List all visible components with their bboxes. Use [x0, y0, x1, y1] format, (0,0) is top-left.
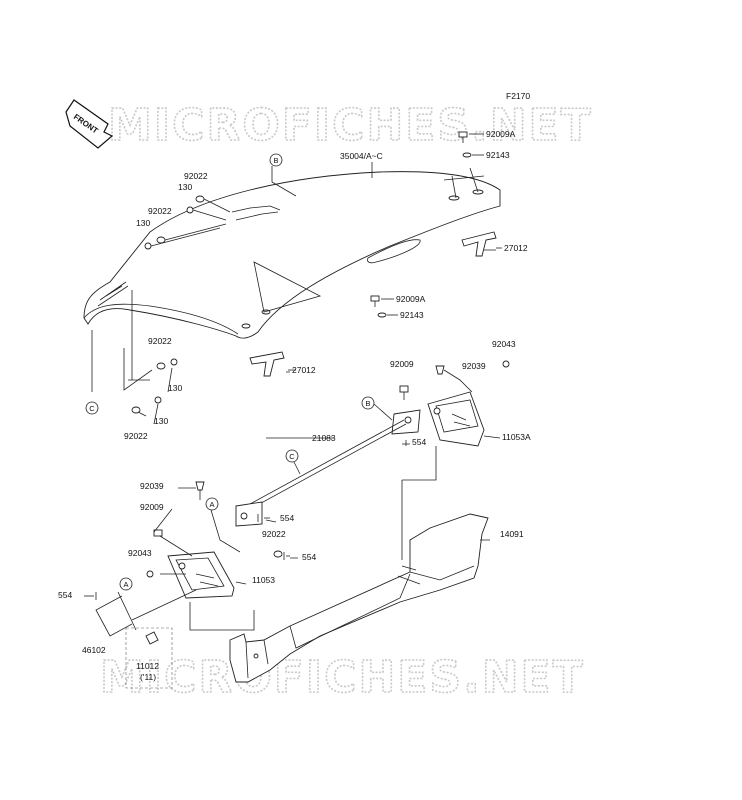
hinge-11053A: [427, 360, 510, 447]
label-92009A-top: 92009A: [486, 129, 516, 139]
washer-92022-ml: [156, 362, 166, 370]
label-92022-tl: 92022: [184, 171, 208, 181]
label-92143-top: 92143: [486, 150, 510, 160]
label-92022-ml: 92022: [148, 336, 172, 346]
svg-text:A: A: [209, 500, 214, 509]
label-554-l2: 554: [302, 552, 316, 562]
label-130-tl2: 130: [136, 218, 150, 228]
front-arrow-icon: FRONT: [65, 99, 114, 149]
label-130-tl: 130: [178, 182, 192, 192]
rod-21083: [235, 409, 421, 527]
watermark-top: MICROFICHES.NET: [108, 100, 593, 151]
callout-b-top: B: [269, 153, 283, 167]
label-92022-c: 92022: [262, 529, 286, 539]
label-554-l1: 554: [280, 513, 294, 523]
label-11012: 11012: [136, 661, 159, 671]
bolt-130-ml: [170, 358, 178, 366]
label-92039-r: 92039: [462, 361, 486, 371]
label-27012-bottom: 27012: [292, 365, 316, 375]
label-35004: 35004/A~C: [340, 151, 383, 161]
label-92022-ml2: 92022: [124, 431, 148, 441]
label-92009-l: 92009: [140, 502, 164, 512]
bolt-130-ml2: [154, 396, 162, 404]
label-11053: 11053: [252, 575, 275, 585]
part-11012-box: [125, 627, 173, 689]
screw-92009A-mid: [370, 295, 380, 307]
grommet-92043-l: [146, 570, 154, 578]
watermark-bottom: MICROFICHES.NET: [100, 652, 585, 703]
bolt-130-tl2: [144, 242, 152, 250]
bracket-27012-bottom: [249, 351, 285, 377]
callout-c-left: C: [85, 401, 99, 415]
diagram-code: F2170: [506, 91, 530, 101]
washer-92022-c: [273, 550, 283, 558]
label-27012-right: 27012: [504, 243, 528, 253]
callout-c-mid: C: [285, 449, 299, 463]
svg-text:A: A: [123, 580, 128, 589]
svg-text:B: B: [365, 399, 370, 408]
callout-a-left: A: [119, 577, 133, 591]
screw-92009-l: [153, 529, 163, 537]
label-92022-tl2: 92022: [148, 206, 172, 216]
label-130-ml: 130: [168, 383, 182, 393]
nut-92143-top: [462, 152, 472, 158]
screw-92039-l: [195, 481, 205, 500]
svg-text:C: C: [89, 404, 95, 413]
screw-92009-r: [399, 385, 409, 400]
washer-92022-tl: [195, 195, 205, 203]
bracket-27012-right: [461, 231, 497, 257]
label-92009A-mid: 92009A: [396, 294, 426, 304]
label-11012-note: ('11): [140, 672, 156, 682]
label-554-left: 554: [58, 590, 72, 600]
nut-92143-mid: [377, 312, 387, 318]
bolt-130-tl: [186, 206, 194, 214]
stay-46102: [95, 591, 137, 637]
screw-92009A-top: [458, 131, 468, 143]
label-554-r: 554: [412, 437, 426, 447]
top-cover-35004: [83, 171, 501, 339]
label-46102: 46102: [82, 645, 106, 655]
svg-text:B: B: [273, 156, 278, 165]
washer-92022-tl2: [156, 236, 166, 244]
label-11053A: 11053A: [502, 432, 531, 442]
label-92143-mid: 92143: [400, 310, 424, 320]
label-14091: 14091: [500, 529, 524, 539]
label-92009-r: 92009: [390, 359, 414, 369]
label-92043-l: 92043: [128, 548, 152, 558]
label-92039-l: 92039: [140, 481, 164, 491]
hinge-11053: [167, 551, 235, 599]
callout-a-mid: A: [205, 497, 219, 511]
label-21083: 21083: [312, 433, 336, 443]
washer-92022-ml2: [131, 406, 141, 414]
label-92043-r: 92043: [492, 339, 516, 349]
svg-text:C: C: [289, 452, 295, 461]
callout-b-mid: B: [361, 396, 375, 410]
deflector-14091: [229, 513, 489, 683]
label-130-ml2: 130: [154, 416, 168, 426]
